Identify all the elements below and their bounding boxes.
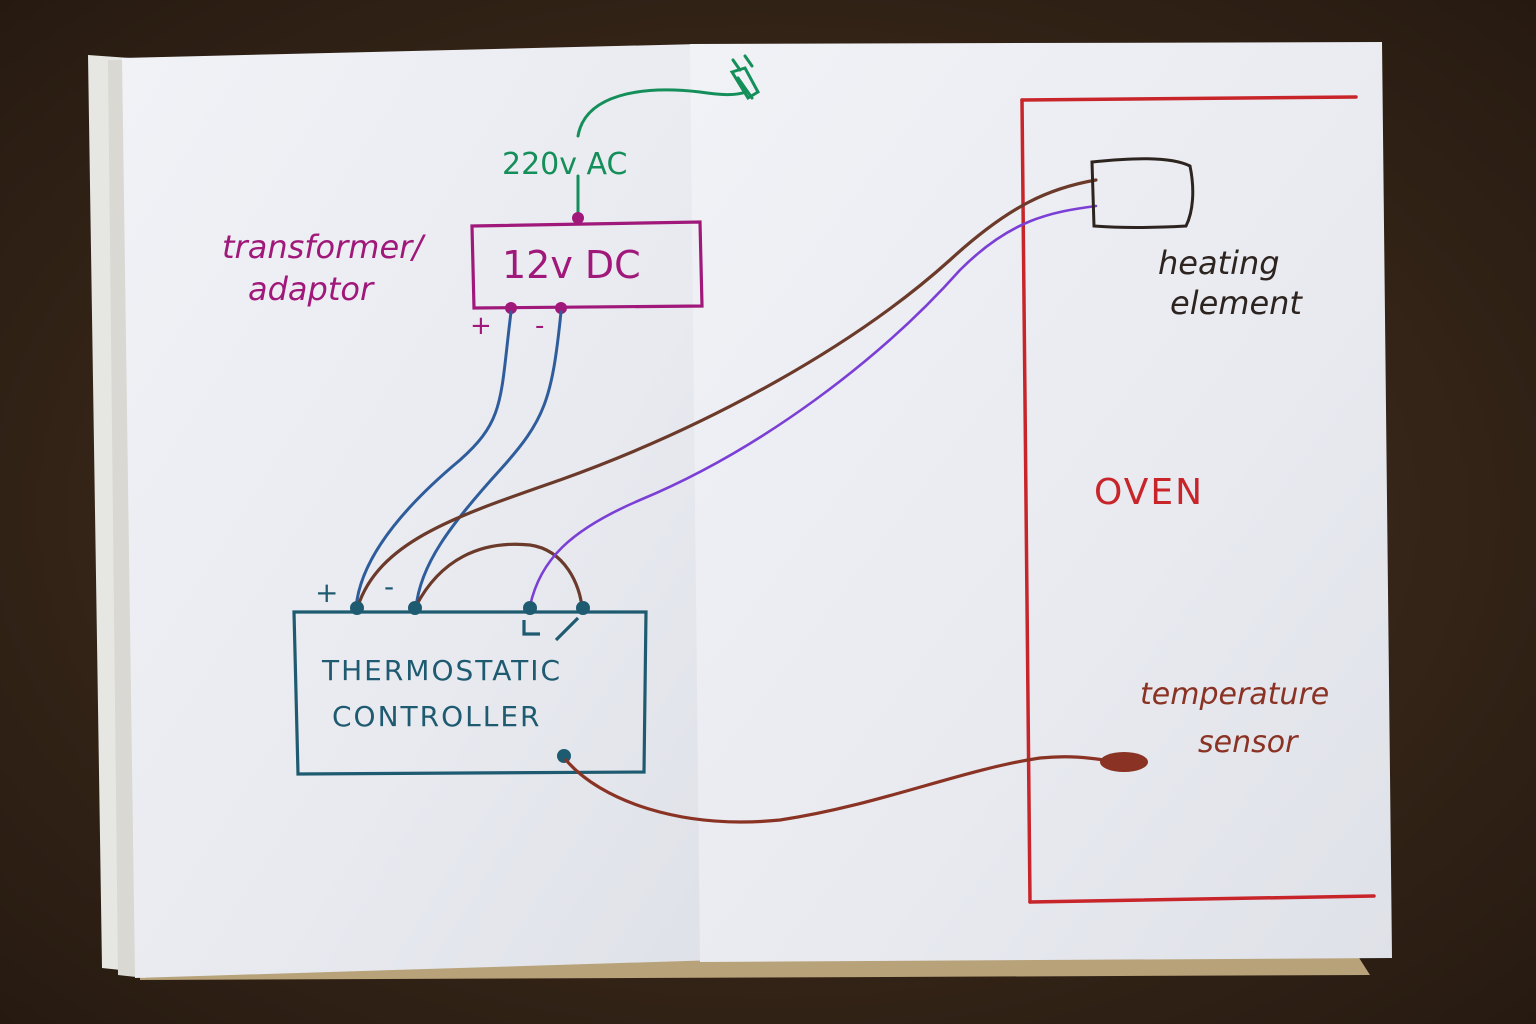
- oven-label: OVEN: [1094, 472, 1204, 513]
- heating-element-label-line1: heating: [1158, 244, 1280, 282]
- temperature-sensor-label-line1: temperature: [1140, 677, 1329, 712]
- paper-card: [122, 44, 718, 978]
- paper-card-right: [690, 42, 1392, 962]
- controller-relay-terminal-2: [576, 601, 590, 615]
- transformer-plus-label: +: [470, 311, 492, 341]
- dc-wires: [354, 310, 563, 610]
- heating-element-label-line2: element: [1170, 284, 1303, 322]
- sensor-wire: [564, 755, 1106, 824]
- controller-minus-label: -: [384, 570, 394, 603]
- controller-title-line2: CONTROLLER: [332, 700, 541, 733]
- transformer-minus-terminal: [555, 302, 567, 314]
- heater-wire-purple: [528, 204, 1098, 608]
- heater-wire-brown: [356, 178, 1098, 610]
- controller-title-line1: THERMOSTATIC: [321, 654, 562, 687]
- transformer-caption-line1: transformer/: [222, 228, 426, 266]
- heating-element-icon: [1090, 157, 1195, 229]
- transformer-ac-terminal: [572, 212, 584, 224]
- transformer-caption-line2: adaptor: [248, 270, 375, 308]
- ac-power-cord: [576, 88, 748, 217]
- transformer-minus-label: -: [535, 311, 544, 341]
- oven-outline: [1020, 95, 1376, 904]
- transformer-box-label: 12v DC: [502, 243, 641, 287]
- temperature-sensor-icon: [1100, 752, 1148, 772]
- controller-relay-terminal-1: [523, 601, 537, 615]
- plug-icon: [729, 54, 761, 101]
- controller-plus-terminal: [350, 601, 364, 615]
- temperature-sensor-label-line2: sensor: [1198, 725, 1299, 760]
- transformer-box: [470, 220, 704, 310]
- controller-minus-terminal: [408, 601, 422, 615]
- transformer-plus-terminal: [505, 302, 517, 314]
- ac-source-label: 220v AC: [502, 147, 628, 182]
- controller-plus-label: +: [315, 576, 338, 609]
